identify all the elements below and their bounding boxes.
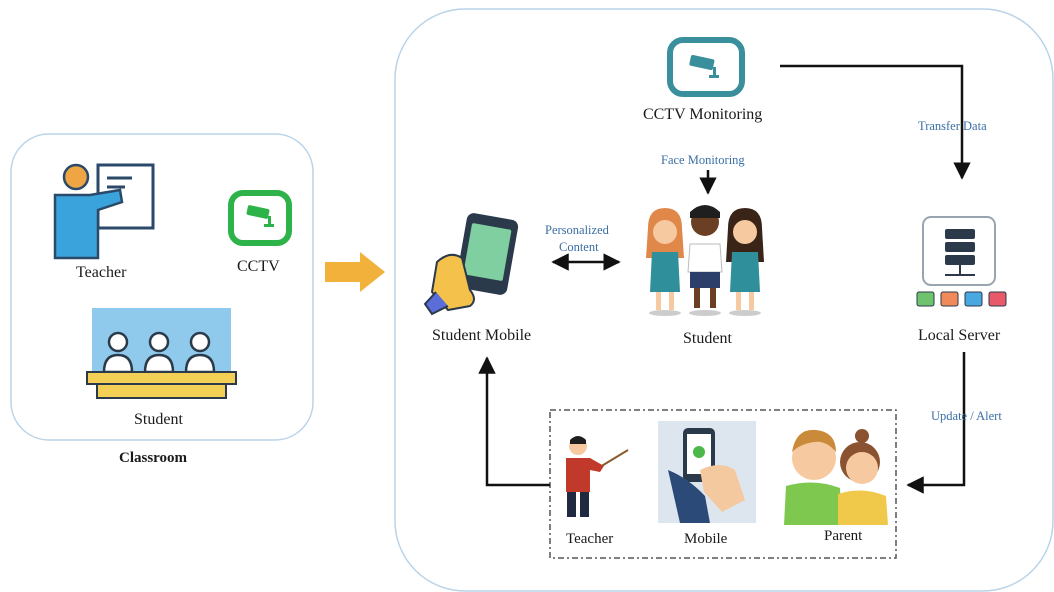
update-alert-label: Update / Alert — [931, 409, 1002, 423]
teacher-board-icon — [53, 163, 155, 260]
parent-icon — [784, 429, 888, 525]
local-server-icon — [916, 216, 1007, 307]
cctv-monitoring-label: CCTV Monitoring — [643, 106, 763, 123]
flow-arrow-icon — [325, 252, 385, 292]
student-label: Student — [683, 330, 732, 347]
mobile-hand-icon — [658, 421, 756, 523]
teacher-presenter-icon — [566, 436, 629, 517]
transfer-data-label: Transfer Data — [918, 119, 987, 133]
personalized-content-label-line2: Content — [559, 240, 599, 254]
connector-cctv-to-server — [780, 64, 971, 180]
student-mobile-icon — [423, 213, 519, 316]
stakeholder-mobile-label: Mobile — [684, 531, 728, 547]
face-monitoring-label: Face Monitoring — [661, 153, 745, 167]
classroom-cctv-label: CCTV — [237, 258, 280, 275]
cctv-monitoring-icon — [667, 37, 745, 97]
stakeholder-parent-label: Parent — [824, 528, 863, 544]
classroom-teacher-label: Teacher — [76, 264, 127, 281]
students-group-icon — [646, 205, 764, 316]
system-box — [394, 8, 1054, 592]
connector-stakeholders-to-mobile — [478, 356, 550, 487]
stakeholder-teacher-label: Teacher — [566, 531, 614, 547]
classroom-title: Classroom — [119, 450, 188, 466]
classroom-student-label: Student — [134, 411, 183, 428]
cctv-icon — [228, 190, 292, 246]
students-desk-icon — [86, 308, 237, 399]
local-server-label: Local Server — [918, 327, 1001, 344]
student-mobile-label: Student Mobile — [432, 327, 532, 344]
connector-server-to-stakeholders — [906, 352, 966, 494]
personalized-content-label-line1: Personalized — [545, 223, 609, 237]
